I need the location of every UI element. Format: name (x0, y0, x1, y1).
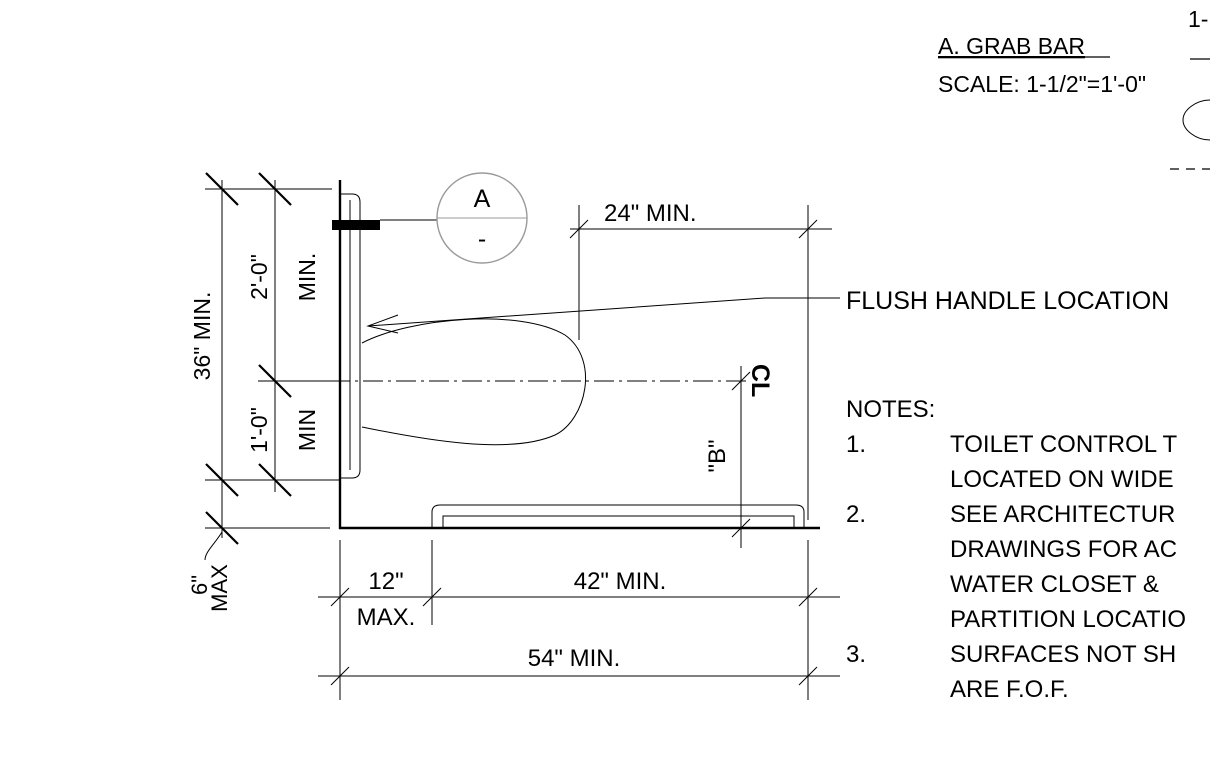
detail-callout: A - (380, 172, 528, 264)
dim-1-0: 1'-0" (246, 407, 272, 453)
note-3-line-1: SURFACES NOT SH (950, 641, 1176, 668)
bottom-dimensions: 12" MAX. 42" MIN. 54" MIN. (318, 540, 840, 700)
detail-a-header: A. GRAB BAR SCALE: 1-1/2"=1'-0" 1- (938, 6, 1210, 170)
note-3-number: 3. (846, 641, 866, 668)
flush-handle-leader: FLUSH HANDLE LOCATION (366, 287, 1169, 334)
detail-partial-dimension: 1- (1188, 6, 1208, 32)
tick-54-right (798, 666, 818, 686)
left-vertical-dimensions: 36" MIN. 2'-0" MIN. 1'-0" MIN 6" MAX (187, 172, 340, 612)
centerline-symbol: CL (746, 364, 774, 397)
water-closet (361, 318, 587, 446)
b-tick-top (731, 371, 751, 391)
tick-6-bottom (205, 511, 239, 545)
note-1-number: 1. (846, 431, 866, 458)
seat-depth-dimension: 24" MIN. (569, 200, 832, 520)
dim-6-max: MAX (207, 564, 232, 612)
detail-title: A. GRAB BAR (938, 33, 1085, 59)
dim-54-min: 54" MIN. (528, 645, 621, 672)
dim-12: 12" (368, 568, 403, 595)
rear-grab-bar-inner (442, 515, 795, 527)
dim-6: 6" (187, 575, 212, 595)
dim-6-leader (204, 531, 223, 561)
dim-24-min: 24" MIN. (604, 200, 697, 227)
tick-42-end (798, 587, 818, 607)
callout-detail-letter: A (474, 185, 491, 213)
note-3-line-2: ARE F.O.F. (950, 676, 1069, 703)
dim-12-max: MAX. (357, 604, 416, 631)
tick-36-top (205, 172, 239, 206)
tick-42-start (422, 587, 442, 607)
wc-centerline: CL (330, 364, 774, 397)
toilet-bowl-outline (361, 318, 587, 446)
tick-inner-middle (258, 364, 292, 398)
grab-bar-section-profile (1182, 99, 1210, 141)
tick-42-wall (330, 587, 350, 607)
note-1-line-1: TOILET CONTROL T (950, 431, 1177, 458)
note-2-line-1: SEE ARCHITECTUR (950, 501, 1175, 528)
notes-heading: NOTES: (846, 396, 935, 423)
flush-leader-line (367, 297, 840, 327)
dim-2-0-min: MIN. (294, 253, 320, 302)
tick-54-left (330, 666, 350, 686)
dim-42-min: 42" MIN. (574, 568, 667, 595)
notes-block: NOTES: 1. TOILET CONTROL T LOCATED ON WI… (846, 396, 1186, 703)
side-grab-bar (332, 193, 380, 479)
centerline-height-dimension: "B" (704, 366, 751, 548)
walls (338, 180, 820, 530)
note-1-line-2: LOCATED ON WIDE (950, 466, 1174, 493)
note-2-line-4: PARTITION LOCATIO (950, 606, 1186, 633)
rear-grab-bar-outer (431, 504, 805, 527)
note-2-number: 2. (846, 501, 866, 528)
dim-36-min: 36" MIN. (189, 292, 215, 381)
grab-bar-bracket (332, 220, 380, 230)
rear-grab-bar (431, 504, 805, 527)
dim-1-0-min: MIN (294, 409, 320, 451)
flush-handle-label: FLUSH HANDLE LOCATION (846, 287, 1169, 315)
note-2-line-2: DRAWINGS FOR AC (950, 536, 1177, 563)
seat-depth-tick-right (798, 219, 818, 239)
detail-scale: SCALE: 1-1/2"=1'-0" (938, 71, 1146, 97)
dim-b: "B" (704, 439, 731, 472)
seat-depth-tick-left (569, 219, 589, 239)
note-2-line-3: WATER CLOSET & (950, 571, 1159, 598)
flush-leader-arrow (366, 314, 399, 334)
tick-inner-bottom (258, 463, 292, 497)
b-tick-bottom (731, 518, 751, 538)
callout-sheet-ref: - (478, 225, 486, 253)
tick-36-bottom (205, 463, 239, 497)
dim-2-0: 2'-0" (246, 254, 272, 300)
side-grab-bar-outer (341, 193, 361, 479)
tick-inner-top (258, 172, 292, 206)
